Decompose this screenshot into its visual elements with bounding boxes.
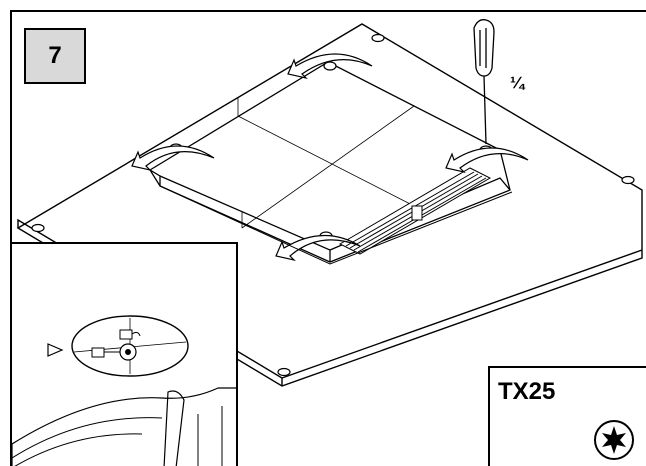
panel-corner-screws	[31, 33, 635, 377]
screwdriver-icon	[473, 19, 495, 145]
step-number: 7	[24, 28, 86, 84]
turn-fraction-label: ¼	[510, 73, 525, 92]
tool-label: TX25	[498, 378, 556, 405]
pointer-arrow-icon	[47, 343, 64, 357]
grip-ribs	[338, 167, 492, 255]
detail-inset	[10, 242, 238, 466]
illustration-frame	[10, 10, 646, 466]
rotation-arrows	[131, 53, 529, 262]
torx-star-icon	[594, 420, 634, 460]
tool-box: TX25	[488, 366, 646, 466]
detail-illustration	[12, 315, 236, 466]
base-edge	[159, 185, 513, 265]
